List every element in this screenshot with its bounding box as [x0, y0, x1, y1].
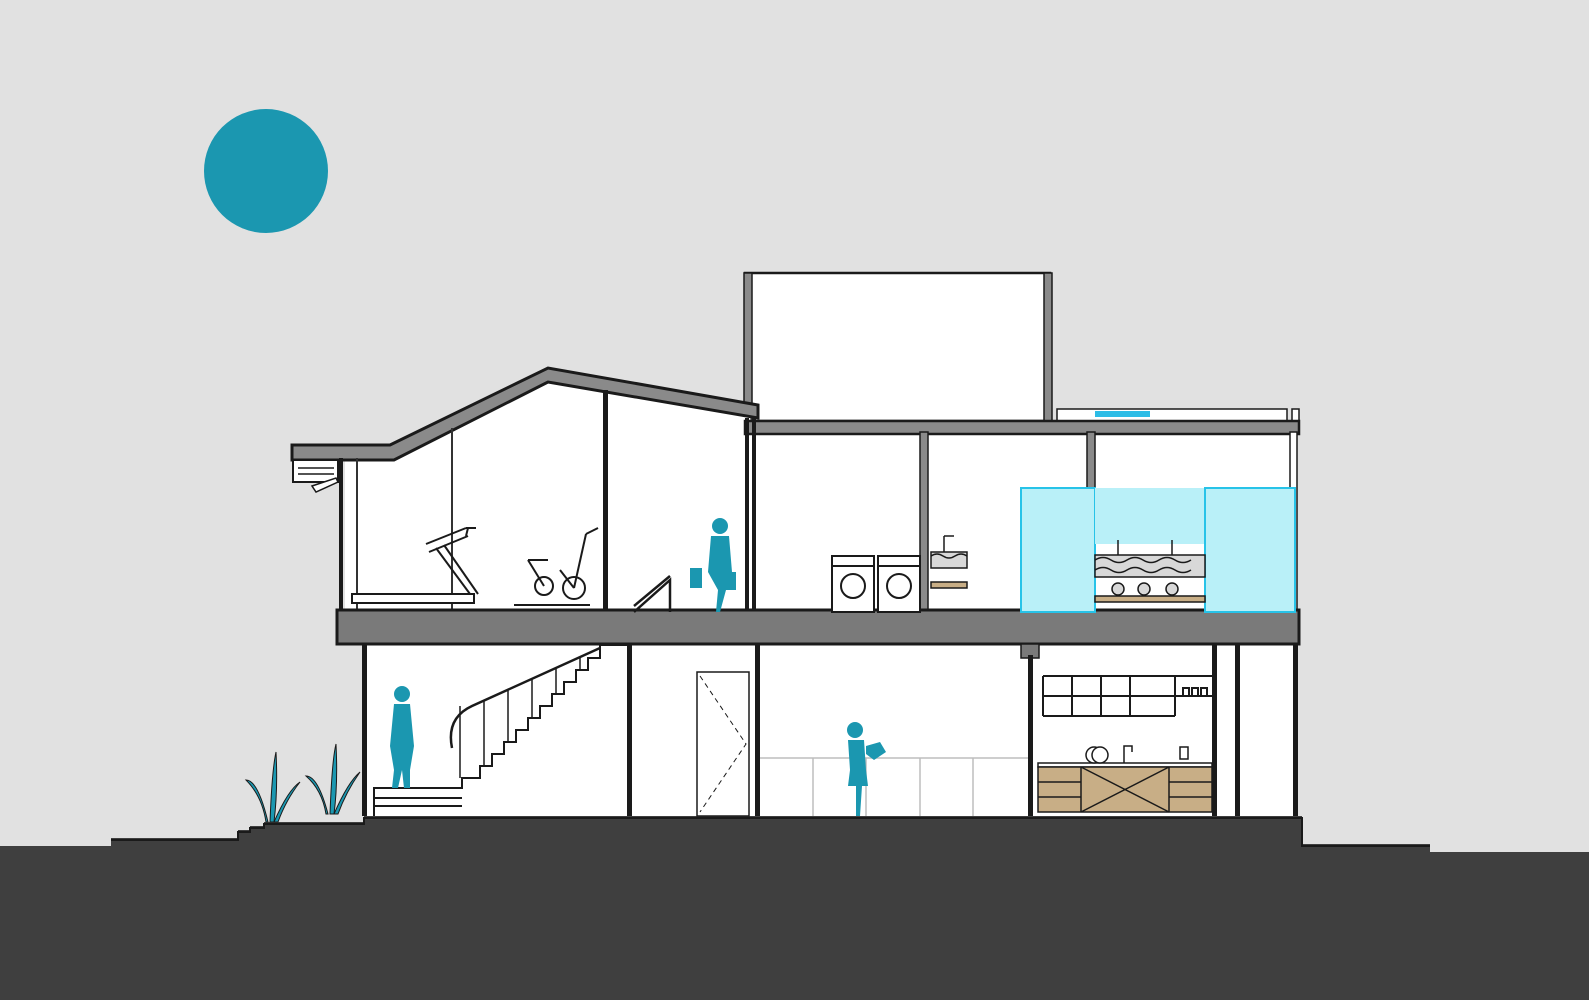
kitchen-shelves [1042, 675, 1212, 717]
sun-circle [204, 109, 328, 233]
entry-door [696, 671, 750, 817]
person-kitchen [847, 722, 886, 816]
kitchen-counter [1037, 745, 1213, 813]
staircase [373, 644, 627, 816]
lower-cabinets [760, 757, 1028, 816]
small-vanity [930, 535, 968, 589]
glass-shower [1020, 487, 1296, 613]
upper-stair-railing [633, 575, 672, 613]
double-vanity [1094, 540, 1206, 603]
person-stairs [390, 686, 414, 788]
washing-machines [831, 555, 921, 613]
person-upper [690, 518, 736, 612]
ground [0, 816, 1589, 1000]
lower-walls [362, 643, 1298, 816]
floor-slab [335, 608, 1301, 646]
planters [244, 743, 361, 823]
pitched-roof [290, 366, 760, 493]
rooftop-volume [743, 271, 1053, 423]
exercise-bike [514, 527, 599, 606]
right-roof-slab [743, 419, 1301, 436]
treadmill [351, 527, 479, 604]
skylight [1056, 408, 1300, 424]
